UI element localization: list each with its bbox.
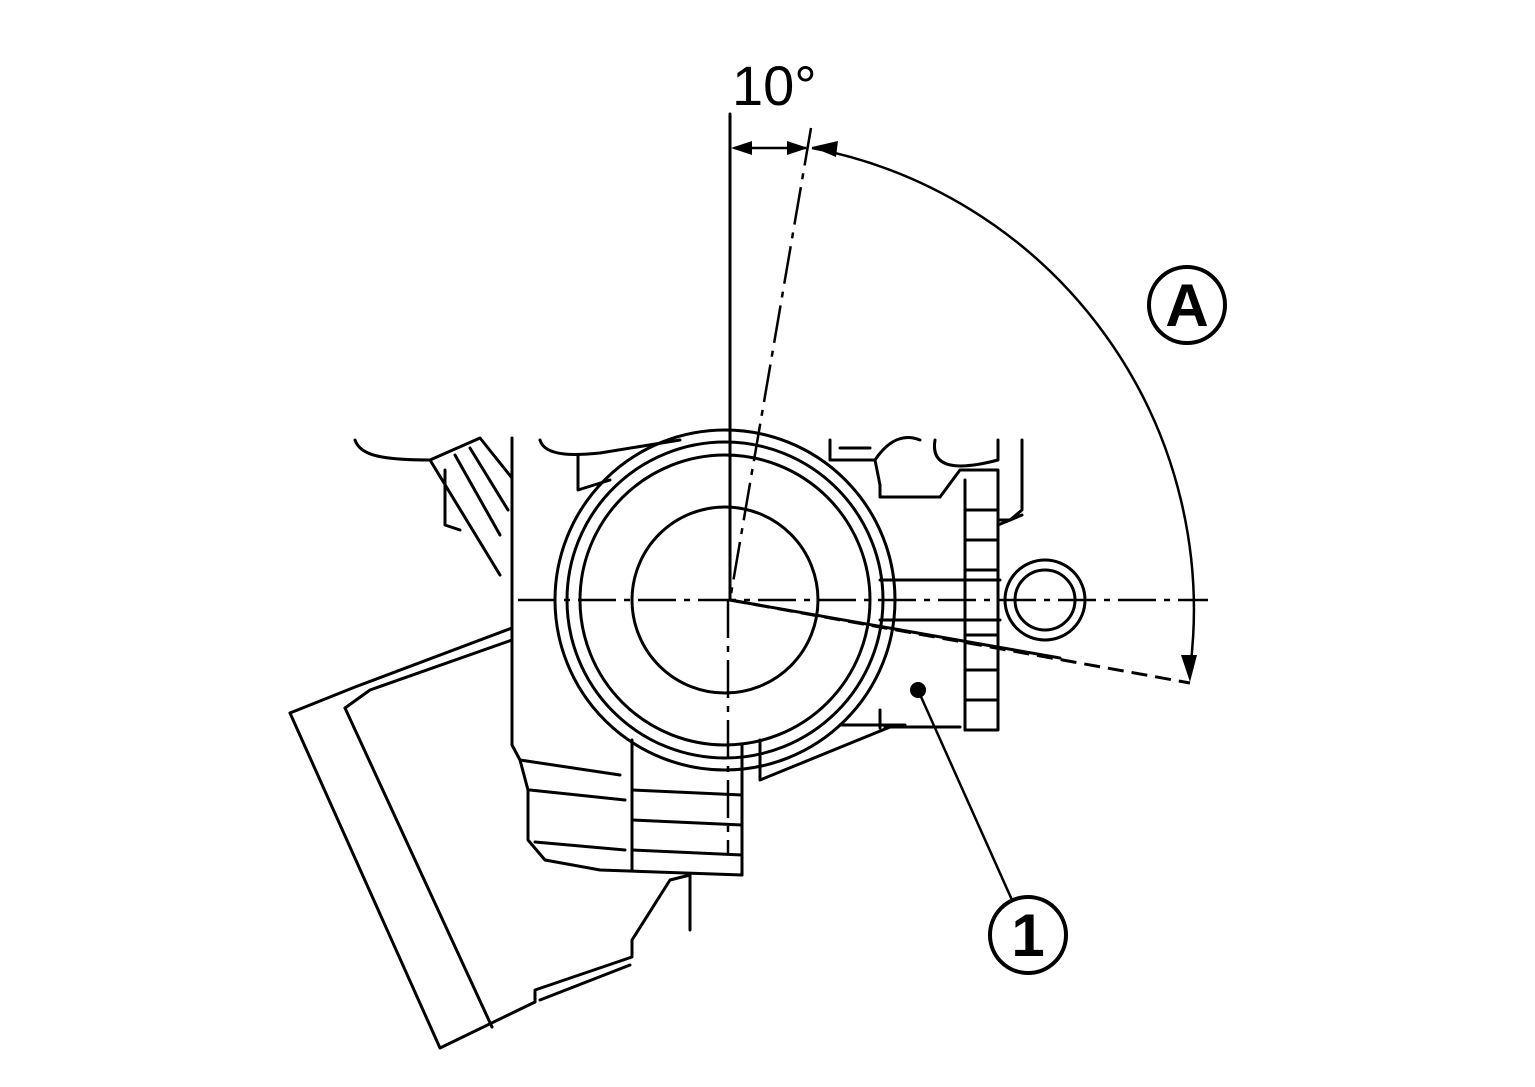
mounting-boss: [1003, 558, 1087, 642]
callout-1: 1: [910, 682, 1068, 975]
angle-label: 10°: [732, 54, 817, 117]
angle-a-arc: [811, 146, 1196, 671]
arc-arrowhead-top: [812, 141, 838, 157]
callout-1-label: 1: [1011, 902, 1044, 969]
callout-a: A: [1147, 265, 1227, 345]
rotated-axis-solid: [728, 598, 1062, 660]
angle-dimension: [731, 141, 808, 155]
throttle-body-outline: [288, 436, 1024, 1050]
throttle-bore: [553, 428, 897, 772]
tilted-reference-line: [728, 127, 813, 601]
callout-a-label: A: [1165, 272, 1208, 339]
arc-arrowhead-bottom: [1181, 655, 1197, 682]
